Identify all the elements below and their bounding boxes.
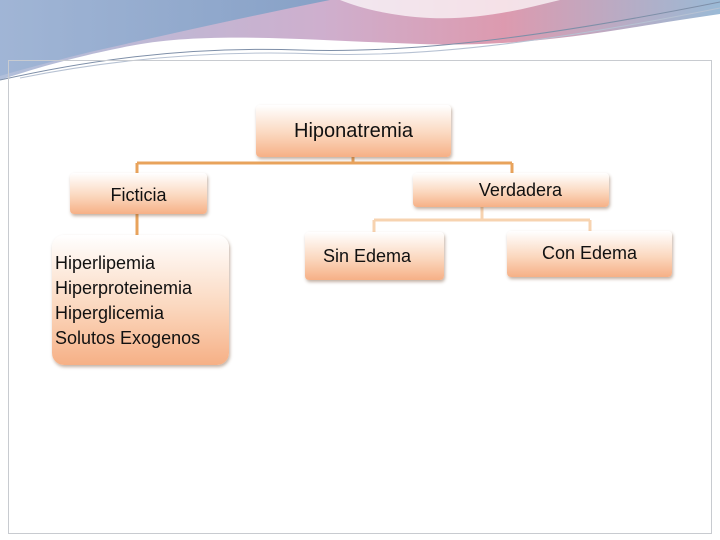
node-ficticia-causes: Hiperlipemia Hiperproteinemia Hiperglice… bbox=[52, 235, 229, 365]
node-sin-edema-label: Sin Edema bbox=[323, 245, 412, 266]
header-wave-decoration bbox=[0, 0, 720, 81]
node-con-edema: Con Edema bbox=[507, 231, 672, 277]
ficticia-causes-list: Hiperlipemia Hiperproteinemia Hiperglice… bbox=[55, 251, 200, 351]
node-ficticia-label: Ficticia bbox=[110, 185, 167, 205]
node-hiponatremia-label: Hiponatremia bbox=[294, 120, 413, 142]
node-sin-edema: Sin Edema bbox=[305, 232, 444, 280]
node-con-edema-label: Con Edema bbox=[541, 243, 638, 263]
list-item: Hiperglicemia bbox=[55, 303, 165, 323]
slide-frame bbox=[8, 60, 712, 534]
list-item: Hiperlipemia bbox=[55, 253, 156, 273]
node-verdadera: Verdadera bbox=[413, 173, 609, 207]
node-ficticia: Ficticia bbox=[70, 173, 207, 214]
list-item: Solutos Exogenos bbox=[55, 328, 201, 348]
node-hiponatremia: Hiponatremia bbox=[256, 105, 451, 157]
list-item: Hiperproteinemia bbox=[55, 278, 193, 298]
node-verdadera-label: Verdadera bbox=[478, 179, 562, 200]
